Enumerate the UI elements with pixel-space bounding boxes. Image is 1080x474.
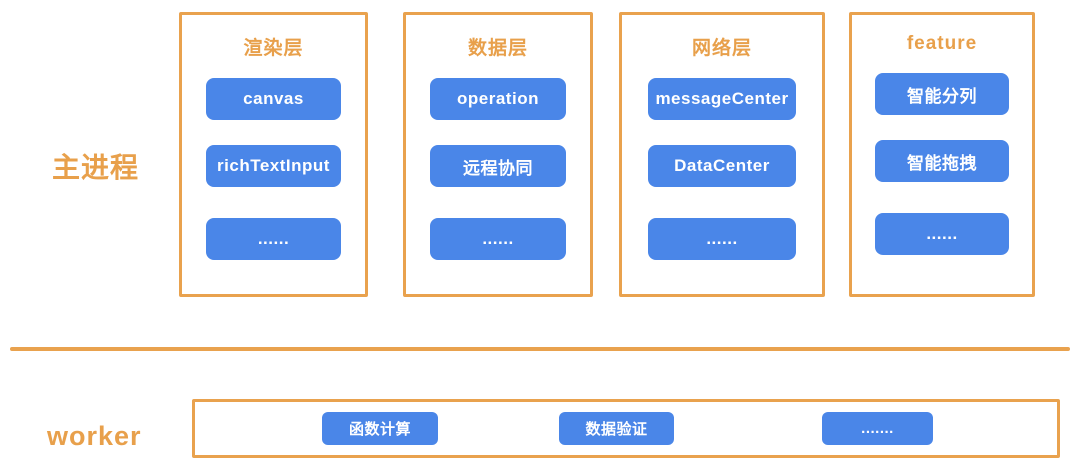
node-smart-drag: 智能拖拽 bbox=[875, 140, 1009, 182]
node-ellipsis: ...... bbox=[205, 218, 342, 260]
node-smart-split-column: 智能分列 bbox=[875, 73, 1009, 115]
layer-title: 渲染层 bbox=[243, 38, 304, 59]
node-operation: operation bbox=[429, 78, 567, 120]
node-function-compute: 函数计算 bbox=[322, 412, 438, 445]
worker-container: 函数计算 数据验证 ....... bbox=[192, 399, 1060, 458]
layer-title: feature bbox=[906, 33, 978, 54]
node-ellipsis: ...... bbox=[429, 218, 567, 260]
node-ellipsis: ....... bbox=[822, 412, 933, 445]
node-remote-collaboration: 远程协同 bbox=[429, 145, 567, 187]
worker-label: worker bbox=[47, 421, 142, 451]
layer-title: 网络层 bbox=[691, 38, 752, 59]
layer-column-feature: feature 智能分列 智能拖拽 ...... bbox=[849, 12, 1035, 297]
main-process-label: 主进程 bbox=[52, 152, 140, 183]
layer-column-network: 网络层 messageCenter DataCenter ...... bbox=[619, 12, 825, 297]
layer-column-rendering: 渲染层 canvas richTextInput ...... bbox=[179, 12, 368, 297]
node-data-validation: 数据验证 bbox=[559, 412, 674, 445]
node-canvas: canvas bbox=[205, 78, 342, 120]
node-data-center: DataCenter bbox=[648, 145, 796, 187]
layer-column-data: 数据层 operation 远程协同 ...... bbox=[403, 12, 593, 297]
layer-title: 数据层 bbox=[467, 38, 528, 59]
node-ellipsis: ...... bbox=[875, 213, 1009, 255]
node-ellipsis: ...... bbox=[648, 218, 796, 260]
process-worker-divider bbox=[10, 347, 1070, 351]
node-message-center: messageCenter bbox=[648, 78, 796, 120]
node-rich-text-input: richTextInput bbox=[205, 145, 342, 187]
